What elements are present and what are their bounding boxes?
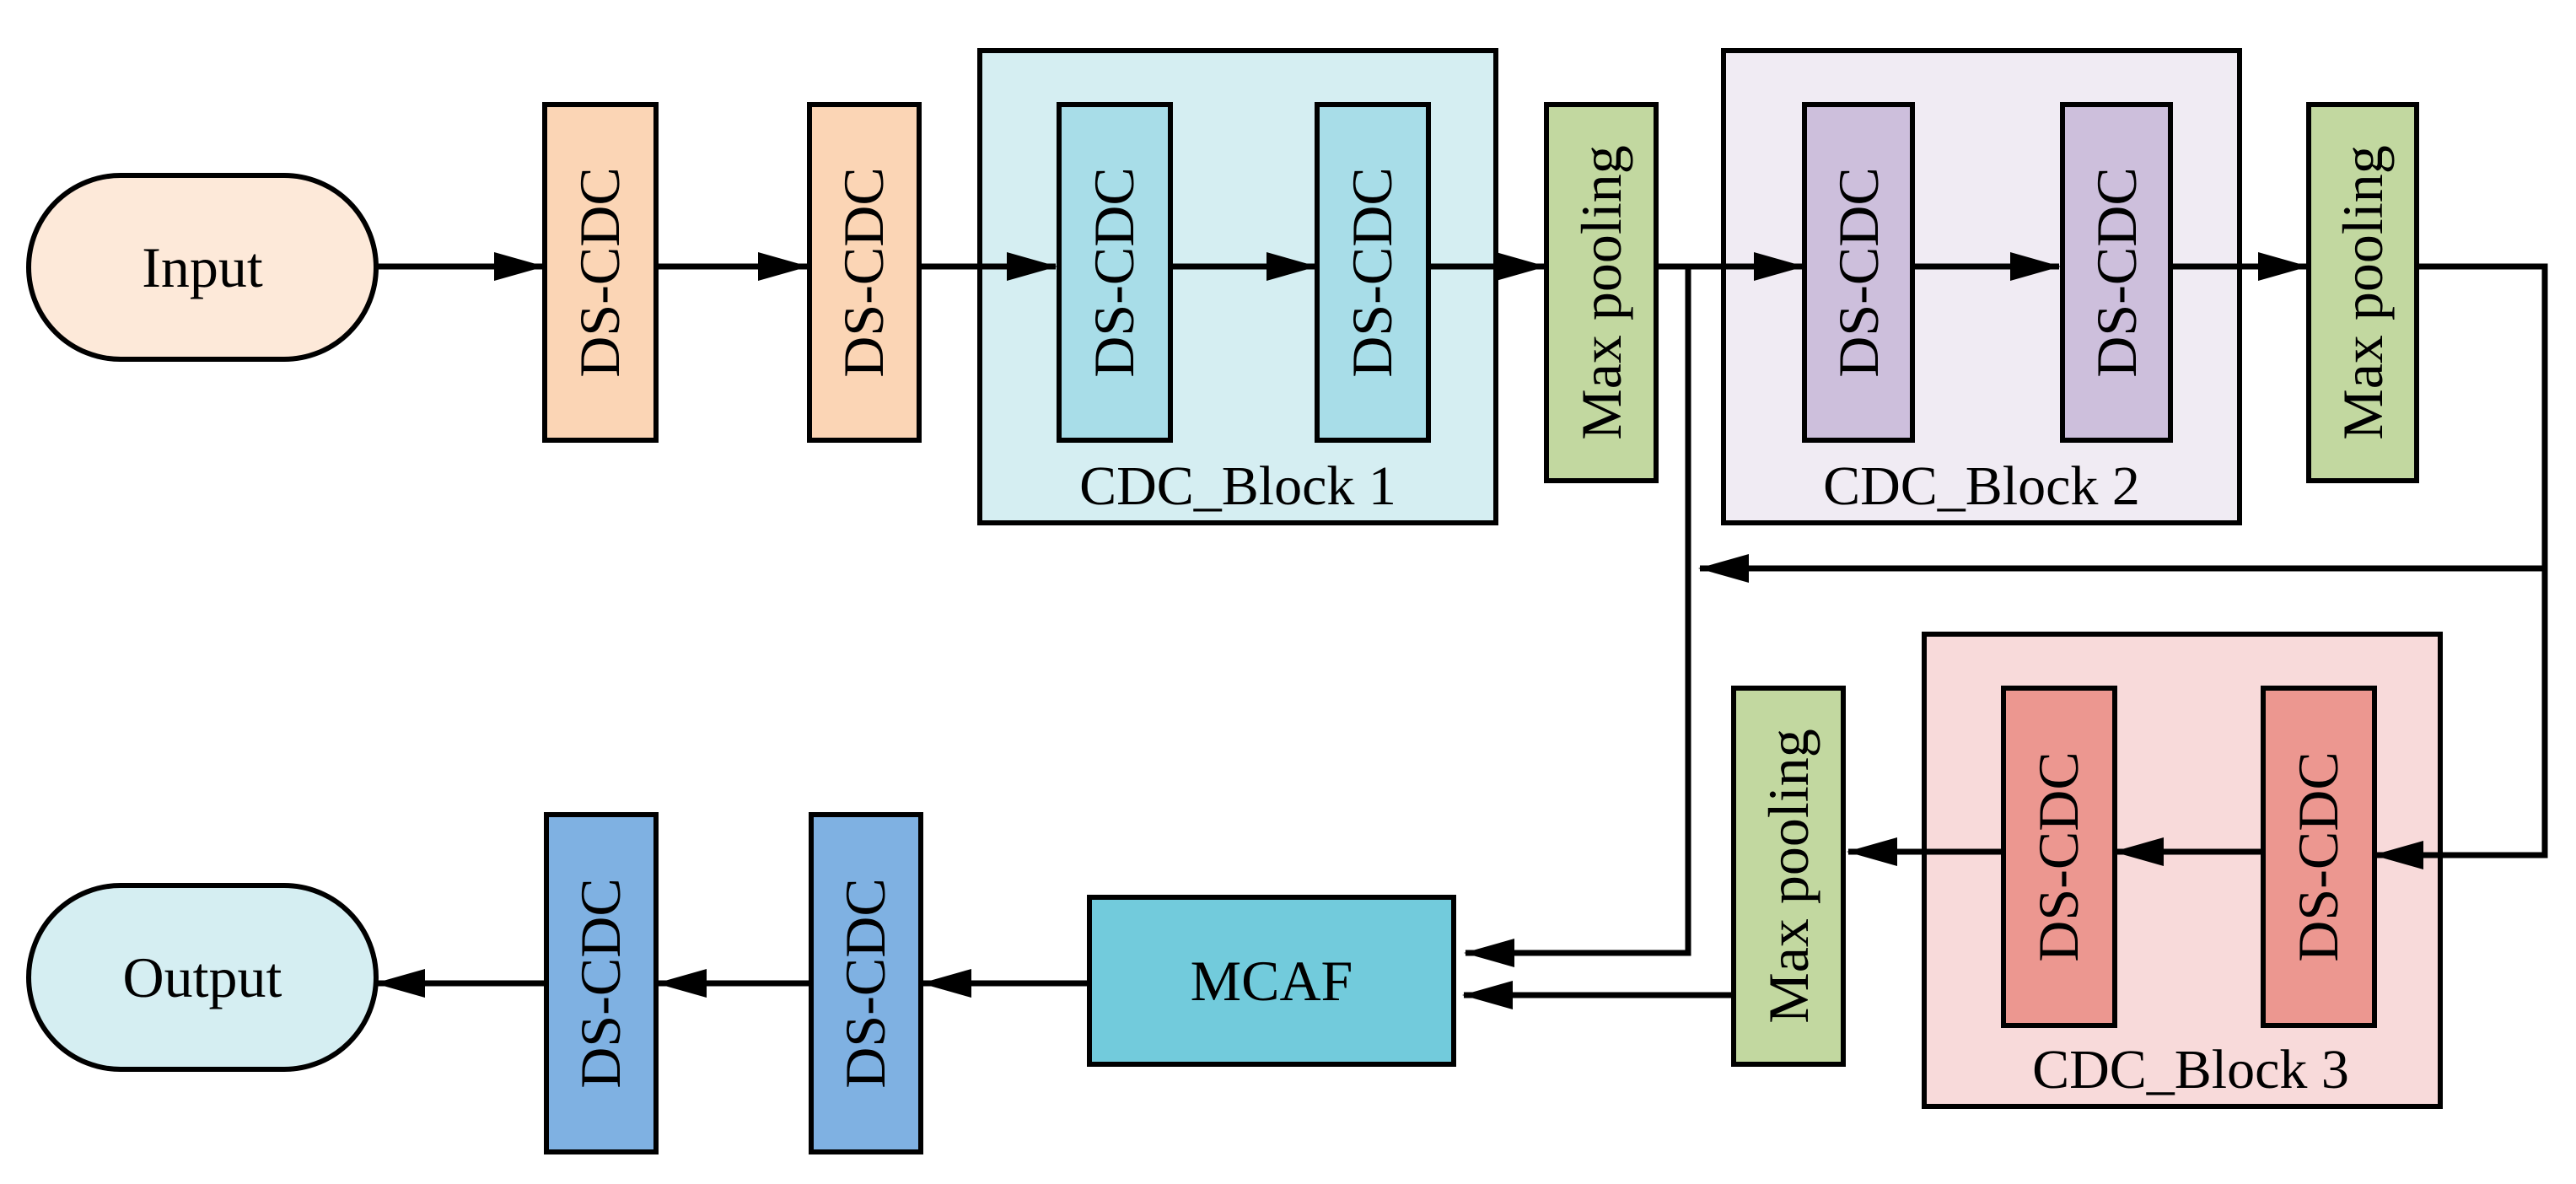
block3-ds-cdc-2: DS-CDC <box>2261 686 2377 1028</box>
mcaf-node: MCAF <box>1087 895 1456 1067</box>
ds-cdc-label: DS-CDC <box>1082 167 1146 377</box>
ds-cdc-label: DS-CDC <box>2026 751 2090 961</box>
block3-ds-cdc-1: DS-CDC <box>2001 686 2117 1028</box>
maxpool-box <box>1731 686 1846 1067</box>
input-node: Input <box>26 173 379 362</box>
output-node: Output <box>26 883 379 1072</box>
maxpool-2: Max pooling <box>2306 102 2419 483</box>
ds-cdc-label: DS-CDC <box>567 167 632 377</box>
maxpool-box <box>1544 102 1659 483</box>
ds-cdc-label: DS-CDC <box>2286 751 2350 961</box>
ds-cdc-label: DS-CDC <box>2084 167 2148 377</box>
mcaf-label: MCAF <box>1191 949 1353 1013</box>
mcaf-box <box>1087 895 1456 1067</box>
ds-cdc-box <box>1802 102 1915 443</box>
ds-cdc-block-top-1: DS-CDC <box>542 102 659 443</box>
ds-cdc-block-bottom-1: DS-CDC <box>809 812 923 1154</box>
ds-cdc-label: DS-CDC <box>1340 167 1404 377</box>
ds-cdc-box <box>2261 686 2377 1028</box>
input-terminal <box>26 173 379 362</box>
cdc-block-2-label: CDC_Block 2 <box>1823 455 2140 517</box>
ds-cdc-box <box>807 102 922 443</box>
connectors <box>374 252 2548 1009</box>
block2-ds-cdc-2: DS-CDC <box>2060 102 2173 443</box>
ds-cdc-box <box>542 102 659 443</box>
ds-cdc-label: DS-CDC <box>568 878 632 1088</box>
input-label: Input <box>142 235 263 299</box>
ds-cdc-box <box>2060 102 2173 443</box>
maxpool-1: Max pooling <box>1544 102 1659 483</box>
skip-connection-to-mcaf <box>1464 266 1691 967</box>
cdc-block-1-label: CDC_Block 1 <box>1079 455 1396 517</box>
block1-ds-cdc-2: DS-CDC <box>1315 102 1431 443</box>
ds-cdc-box <box>544 812 659 1154</box>
maxpool-label: Max pooling <box>1756 729 1820 1023</box>
ds-cdc-label: DS-CDC <box>1826 167 1890 377</box>
cdc-block-3-label: CDC_Block 3 <box>2032 1039 2349 1101</box>
ds-cdc-box <box>2001 686 2117 1028</box>
maxpool-box <box>2306 102 2419 483</box>
maxpool-label: Max pooling <box>2331 145 2395 439</box>
block1-ds-cdc-1: DS-CDC <box>1057 102 1173 443</box>
block2-ds-cdc-1: DS-CDC <box>1802 102 1915 443</box>
ds-cdc-block-top-2: DS-CDC <box>807 102 922 443</box>
output-label: Output <box>123 945 282 1009</box>
ds-cdc-box <box>1315 102 1431 443</box>
ds-cdc-label: DS-CDC <box>833 878 897 1088</box>
maxpool-3: Max pooling <box>1731 686 1846 1067</box>
ds-cdc-label: DS-CDC <box>831 167 895 377</box>
output-terminal <box>26 883 379 1072</box>
route-maxpool-2-to-block3 <box>2373 263 2548 869</box>
ds-cdc-box <box>1057 102 1173 443</box>
maxpool-label: Max pooling <box>1569 145 1633 439</box>
ds-cdc-block-bottom-2: DS-CDC <box>544 812 659 1154</box>
ds-cdc-box <box>809 812 923 1154</box>
